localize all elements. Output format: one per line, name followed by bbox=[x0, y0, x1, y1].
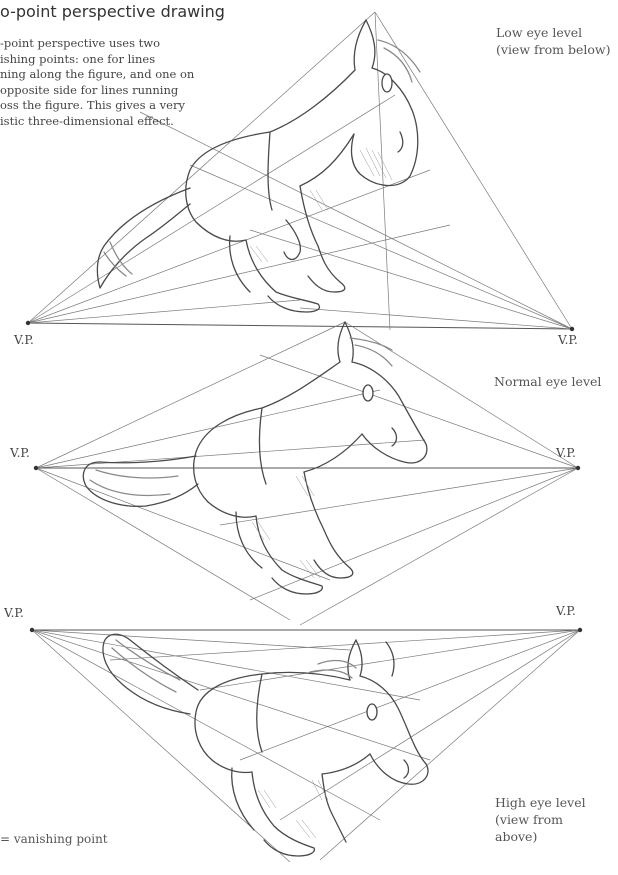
intro-paragraph: -point perspective uses two ishing point… bbox=[0, 36, 214, 129]
horse-normal bbox=[83, 322, 427, 594]
caption-line: above) bbox=[495, 828, 586, 845]
vp-label-low-right: V.P. bbox=[558, 333, 578, 347]
vanishing-point-dots bbox=[26, 321, 582, 632]
vp-dot-high-left bbox=[30, 628, 34, 632]
vp-dot-high-right bbox=[578, 628, 582, 632]
vanishing-point-legend: = vanishing point bbox=[0, 832, 108, 846]
intro-line: ning along the figure, and one on bbox=[0, 67, 214, 83]
shading-high bbox=[258, 780, 328, 838]
caption-line: High eye level bbox=[495, 794, 586, 811]
intro-line: -point perspective uses two bbox=[0, 36, 214, 52]
shading-normal bbox=[252, 476, 320, 578]
caption-normal-eye-level: Normal eye level bbox=[494, 373, 601, 390]
intro-line: opposite side for lines running bbox=[0, 83, 214, 99]
vp-dot-low-right bbox=[570, 327, 574, 331]
intro-line: istic three-dimensional effect. bbox=[0, 114, 214, 130]
caption-line: Low eye level bbox=[496, 24, 610, 41]
caption-low-eye-level: Low eye level (view from below) bbox=[496, 24, 610, 58]
panel-normal-eye-level bbox=[36, 322, 578, 625]
vp-label-normal-left: V.P. bbox=[10, 446, 30, 460]
caption-line: (view from bbox=[495, 811, 586, 828]
caption-line: (view from below) bbox=[496, 41, 610, 58]
horse-high bbox=[103, 634, 428, 856]
caption-high-eye-level: High eye level (view from above) bbox=[495, 794, 586, 845]
vp-label-high-left: V.P. bbox=[4, 606, 24, 620]
vp-label-normal-right: V.P. bbox=[556, 446, 576, 460]
vp-dot-low-left bbox=[26, 321, 30, 325]
intro-line: ishing points: one for lines bbox=[0, 52, 214, 68]
vp-label-low-left: V.P. bbox=[14, 333, 34, 347]
vp-dot-normal-left bbox=[34, 466, 38, 470]
vp-dot-normal-right bbox=[576, 466, 580, 470]
caption-line: Normal eye level bbox=[494, 373, 601, 390]
intro-line: oss the figure. This gives a very bbox=[0, 98, 214, 114]
horizon-line-low bbox=[28, 323, 572, 329]
vp-label-high-right: V.P. bbox=[556, 604, 576, 618]
page-title: o-point perspective drawing bbox=[0, 2, 225, 21]
